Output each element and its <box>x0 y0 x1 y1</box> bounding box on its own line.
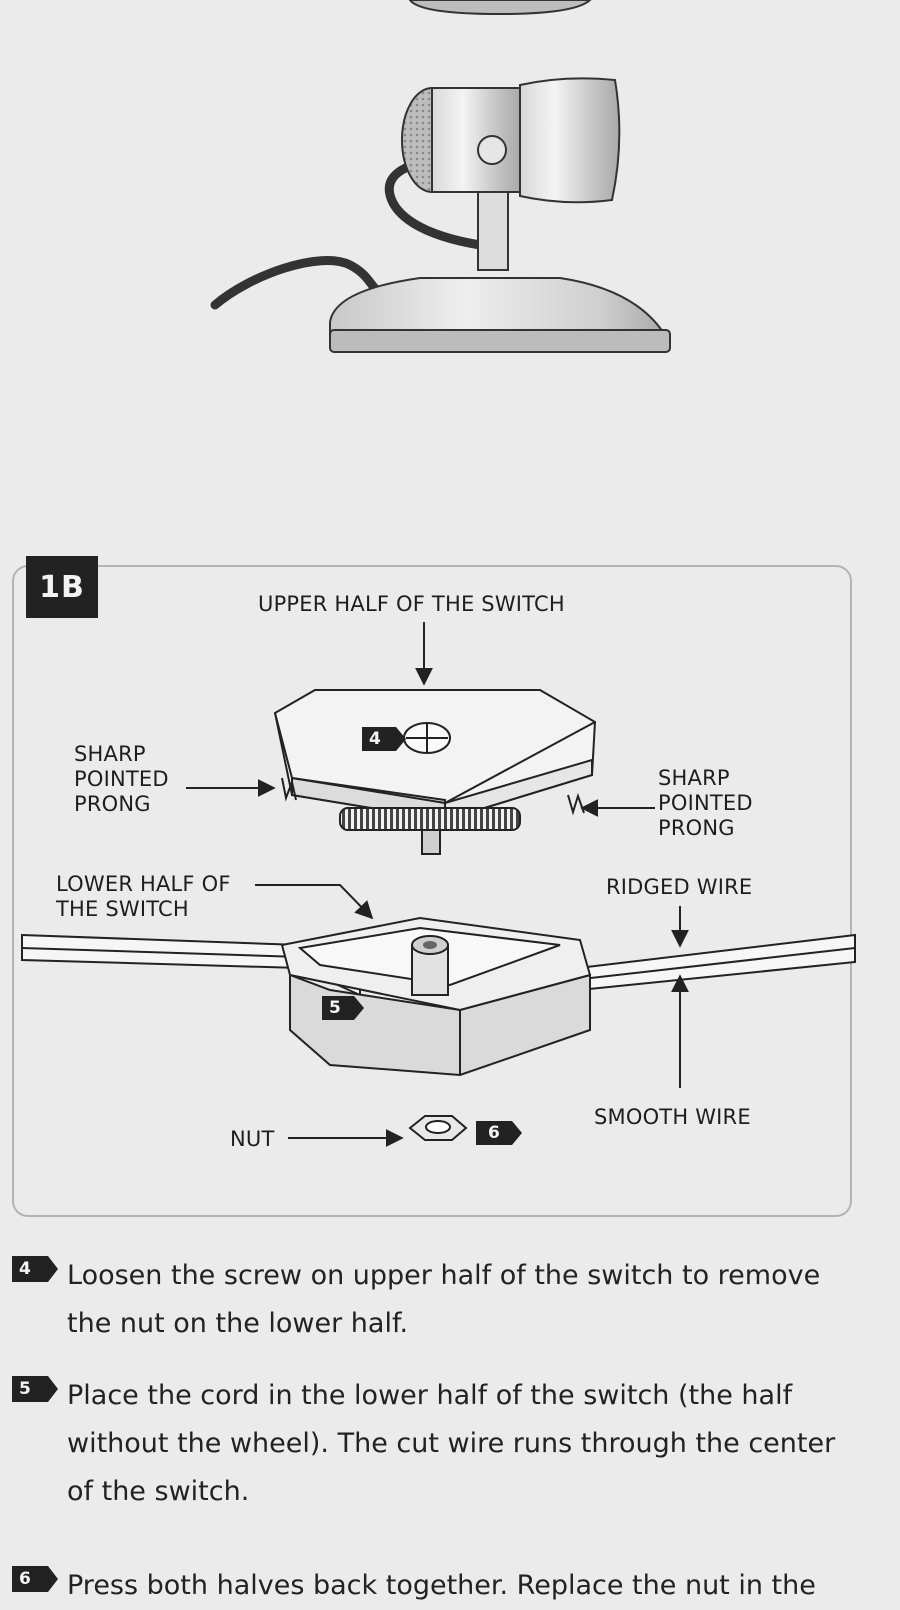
callout-5: 5 <box>322 996 364 1020</box>
callout-6: 6 <box>476 1121 522 1145</box>
label-ridged-wire: RIDGED WIRE <box>606 875 753 899</box>
screw-icon <box>403 722 451 754</box>
label-smooth-wire: SMOOTH WIRE <box>594 1105 751 1129</box>
label-nut: NUT <box>230 1127 275 1151</box>
callout-4: 4 <box>362 727 406 751</box>
step-text: Place the cord in the lower half of the … <box>67 1380 836 1507</box>
figure-number: 1B <box>26 556 98 618</box>
label-prong-right: SHARP POINTED PRONG <box>658 766 753 840</box>
lamp-illustration <box>210 0 671 353</box>
switch-diagram <box>21 622 856 1147</box>
figure-panel <box>12 565 852 1217</box>
label-lower-half: LOWER HALF OF THE SWITCH <box>56 872 231 921</box>
step-text: Press both halves back together. Replace… <box>67 1570 816 1601</box>
nut-icon <box>408 1115 468 1141</box>
label-prong-left: SHARP POINTED PRONG <box>74 742 169 816</box>
upper-half-switch <box>273 689 597 822</box>
step-number: 6 <box>12 1566 58 1592</box>
step-number: 4 <box>12 1256 58 1282</box>
label-upper-half: UPPER HALF OF THE SWITCH <box>258 592 565 616</box>
step-text: Loosen the screw on upper half of the sw… <box>67 1260 821 1339</box>
step-number: 5 <box>12 1376 58 1402</box>
